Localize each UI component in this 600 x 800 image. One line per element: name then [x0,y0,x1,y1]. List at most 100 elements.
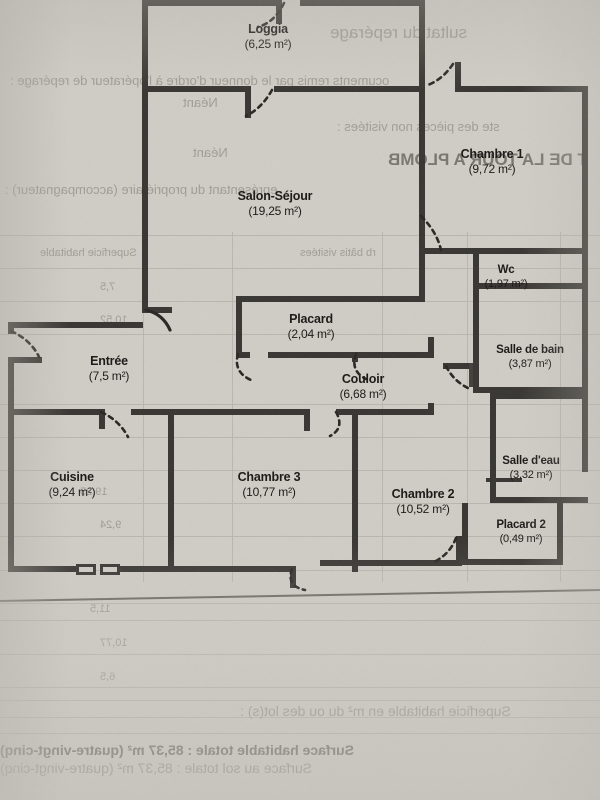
wall-couloir-bottom-right [336,409,434,415]
room-name: Salon-Séjour [238,189,313,204]
bleed-rule-vertical [232,232,233,582]
room-label-wc: Wc(1,97 m²) [485,264,528,291]
wall-sdb-door-jamb [443,363,475,369]
room-name: Chambre 1 [461,147,524,162]
wall-entree-left-notch [8,357,42,363]
wall-ch2-bottom [358,560,462,566]
bleed-rule-horizontal [0,654,600,655]
wall-placard2-left [462,503,468,565]
bleed-rule-horizontal [0,301,600,302]
room-area: (10,52 m²) [392,502,455,516]
wall-sdb-door-post [469,363,473,387]
room-label-salon-sejour: Salon-Séjour(19,25 m²) [238,189,313,218]
wall-salon-left [142,86,148,313]
wall-couloir-right-edge [428,403,434,415]
bleed-rule-horizontal [0,620,600,621]
bleed-text-documents-remis: ocuments remis par le donneur d'ordre à … [10,73,389,88]
bleed-text-surface-sol-tot: Surface au sol totale : 85,37 m² (quatre… [0,760,312,776]
room-area: (9,72 m²) [461,162,524,176]
room-label-chambre-2: Chambre 2(10,52 m²) [392,487,455,516]
room-area: (19,25 m²) [238,204,313,218]
wall-cuisine-bottom-a [8,566,76,572]
wall-salon-right [419,86,425,302]
bleed-rule-vertical [143,232,144,582]
door-arc-entree-left [11,331,39,357]
room-name: Salle de bain [496,344,564,358]
wall-ch1-left-lower [419,248,425,256]
bleed-text-col-1052: 10,52 [100,314,128,326]
wall-loggia-mid-top [142,0,282,6]
bleed-rule-horizontal [0,437,600,438]
wall-placard-bottom-right [268,352,358,358]
bleed-text-representant: eprésentant du propriétaire (accompagnat… [5,182,277,197]
room-label-entree: Entrée(7,5 m²) [89,354,129,383]
wall-top-right-vertical [419,0,425,92]
wall-ch3-bottom-stub-v [290,566,296,588]
wall-placard2-right [557,497,563,565]
wall-sdb-left [473,283,479,393]
wall-loggia-left [142,0,148,92]
bleed-text-col-65: 6,5 [100,671,115,683]
wall-salon-bottom-left [142,307,172,313]
room-name: Entrée [89,354,129,369]
wall-sde-left [490,393,496,503]
room-label-salle-d-eau: Salle d'eau(3,32 m²) [502,455,559,482]
bleed-rule-horizontal [0,733,600,734]
room-label-chambre-1: Chambre 1(9,72 m²) [461,147,524,176]
room-name: Placard [288,312,335,327]
room-label-placard: Placard(2,04 m²) [288,312,335,341]
wall-cuisine-left [8,409,14,572]
room-name: Chambre 2 [392,487,455,502]
door-arc-placard-left [237,354,251,380]
bleed-rule-vertical [382,232,383,582]
room-area: (0,49 m²) [496,533,545,546]
door-arc-chambre1-top [428,64,453,85]
bleed-text-surface-batie-h: rb bâtis visitées [300,247,376,259]
wall-couloir-bottom [238,409,310,415]
room-name: Wc [485,264,528,278]
wall-cuisine-right [168,415,174,572]
bleed-text-col-75: 7,5 [100,281,115,293]
wall-placard-bottom-left [236,352,250,358]
room-label-placard-2: Placard 2(0,49 m²) [496,519,545,546]
wall-salon-bottom-right [236,296,425,302]
window-cuisine-box-left [76,564,96,575]
bleed-rule-horizontal [0,235,600,236]
door-arc-salle-de-bain [446,366,470,389]
window-cuisine-box-right [100,564,120,575]
wall-ch3-bottom-right [320,560,358,566]
wall-entree-top [8,322,143,328]
bleed-rule-horizontal [0,570,600,571]
door-arc-chambre2-bottom [434,538,456,562]
room-area: (6,25 m²) [245,37,292,51]
room-label-cuisine: Cuisine(9,24 m²) [49,470,96,499]
wall-loggia-top-right [300,0,425,6]
wall-loggia-notch-v [245,86,251,118]
room-label-salle-de-bain: Salle de bain(3,87 m²) [496,344,564,371]
wall-couloir-top-right [358,352,434,358]
window-cuisine-box-right-inner [103,567,117,572]
wall-sde-bottom [490,497,588,503]
wall-ch3-bottom [174,566,296,572]
wall-loggia-bottom-left [142,86,245,92]
door-arc-couloir-chambre2 [330,412,339,436]
wall-ch2-top [358,409,434,415]
room-name: Couloir [340,372,387,387]
room-label-loggia: Loggia(6,25 m²) [245,22,292,51]
bleed-rule-vertical [467,232,468,582]
bleed-rule-horizontal [0,687,600,688]
room-area: (2,04 m²) [288,327,335,341]
bleed-rule-horizontal [0,603,600,604]
wall-entree-right [232,409,238,414]
scan-artifact-line [0,589,600,602]
wall-ch2-bottom-right-stub [456,536,462,566]
wall-entree-left-upper [8,322,14,334]
room-area: (1,97 m²) [485,278,528,291]
wall-sde-top [490,393,588,399]
room-label-couloir: Couloir(6,68 m²) [340,372,387,401]
bleed-text-liste-pieces: ste des pièces non visitées : [337,119,500,134]
room-area: (3,32 m²) [502,469,559,482]
window-cuisine-box-left-inner [79,567,93,572]
